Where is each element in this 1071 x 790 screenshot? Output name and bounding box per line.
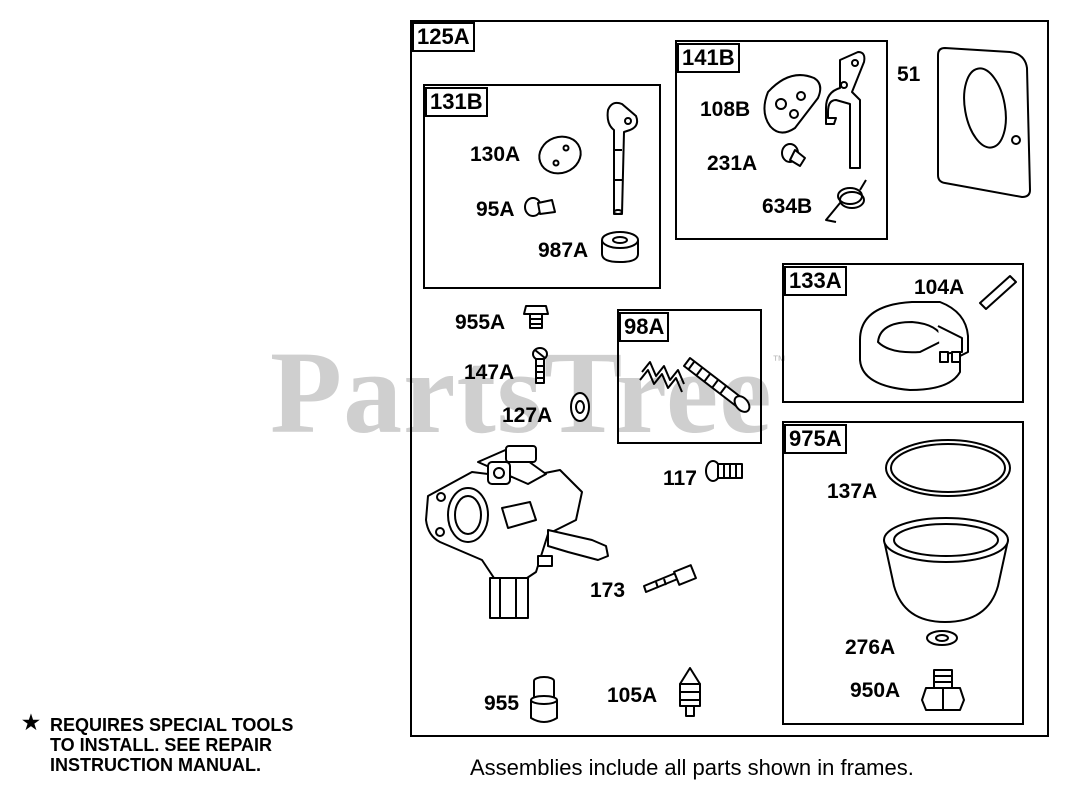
spring-98a-shape[interactable] bbox=[639, 361, 685, 393]
part-label-987a[interactable]: 987A bbox=[538, 239, 589, 262]
part-label-955a[interactable]: 955A bbox=[455, 311, 506, 334]
part-label-127a[interactable]: 127A bbox=[502, 404, 553, 427]
choke-plate-130a-shape[interactable] bbox=[534, 131, 586, 179]
part-label-950a[interactable]: 950A bbox=[850, 679, 901, 702]
bolt-950a-shape[interactable] bbox=[921, 669, 965, 711]
frame-133a bbox=[782, 263, 1024, 403]
spring-634b-shape[interactable] bbox=[825, 179, 867, 223]
washer-276a-shape[interactable] bbox=[926, 630, 958, 646]
seal-987a-shape[interactable] bbox=[601, 231, 639, 263]
part-label-130a[interactable]: 130A bbox=[470, 143, 521, 166]
screw-117-shape[interactable] bbox=[705, 460, 743, 482]
screw-147a-shape[interactable] bbox=[532, 347, 548, 384]
frame-133a-tag[interactable]: 133A bbox=[784, 266, 847, 296]
float-bowl-shape[interactable] bbox=[883, 517, 1009, 623]
screw-231a-shape[interactable] bbox=[781, 143, 806, 167]
frame-125a-tag[interactable]: 125A bbox=[412, 22, 475, 52]
frame-141b bbox=[675, 40, 888, 240]
part-label-137a[interactable]: 137A bbox=[827, 480, 878, 503]
frame-975a-tag[interactable]: 975A bbox=[784, 424, 847, 454]
screw-95a-shape[interactable] bbox=[524, 197, 556, 217]
part-label-231a[interactable]: 231A bbox=[707, 152, 758, 175]
inlet-needle-105a-shape[interactable] bbox=[679, 667, 701, 717]
pin-104a-shape[interactable] bbox=[979, 275, 1017, 310]
note-line-1: REQUIRES SPECIAL TOOLS bbox=[50, 715, 294, 735]
choke-shaft-shape[interactable] bbox=[606, 101, 639, 215]
assemblies-caption: Assemblies include all parts shown in fr… bbox=[470, 755, 914, 780]
part-label-51[interactable]: 51 bbox=[897, 63, 921, 86]
frame-98a-tag[interactable]: 98A bbox=[619, 312, 670, 342]
part-label-108b[interactable]: 108B bbox=[700, 98, 751, 121]
partstree-watermark: PartsTree bbox=[270, 327, 773, 458]
frame-975a bbox=[782, 421, 1024, 725]
carburetor-body-shape[interactable] bbox=[425, 445, 609, 619]
part-label-104a[interactable]: 104A bbox=[914, 276, 965, 299]
star-icon: ★ bbox=[22, 712, 40, 734]
part-label-634b[interactable]: 634B bbox=[762, 195, 813, 218]
frame-98a bbox=[617, 309, 762, 444]
frame-141b-tag[interactable]: 141B bbox=[677, 43, 740, 73]
washer-127a-shape[interactable] bbox=[570, 392, 590, 422]
bowl-gasket-137a-shape[interactable] bbox=[885, 439, 1011, 497]
float-133a-shape[interactable] bbox=[859, 301, 969, 391]
special-tools-note: ★ REQUIRES SPECIAL TOOLS TO INSTALL. SEE… bbox=[22, 712, 294, 775]
gasket-108b-shape[interactable] bbox=[763, 74, 822, 134]
part-label-95a[interactable]: 95A bbox=[476, 198, 515, 221]
part-label-117[interactable]: 117 bbox=[663, 467, 697, 490]
frame-131b bbox=[423, 84, 661, 289]
idle-screw-98a-shape[interactable] bbox=[683, 357, 752, 415]
frame-131b-tag[interactable]: 131B bbox=[425, 87, 488, 117]
part-label-147a[interactable]: 147A bbox=[464, 361, 515, 384]
part-label-105a[interactable]: 105A bbox=[607, 684, 658, 707]
throttle-lever-141b-shape[interactable] bbox=[825, 51, 866, 169]
screw-955a-shape[interactable] bbox=[523, 305, 549, 329]
seat-955-shape[interactable] bbox=[530, 676, 558, 723]
part-label-173[interactable]: 173 bbox=[590, 579, 626, 602]
gasket-51-shape[interactable] bbox=[937, 47, 1031, 198]
needle-173-shape[interactable] bbox=[643, 564, 697, 593]
note-line-2: TO INSTALL. SEE REPAIR bbox=[50, 735, 273, 755]
frame-125a bbox=[410, 20, 1049, 737]
note-line-3: INSTRUCTION MANUAL. bbox=[50, 755, 261, 775]
part-label-955[interactable]: 955 bbox=[484, 692, 520, 715]
part-label-276a[interactable]: 276A bbox=[845, 636, 896, 659]
